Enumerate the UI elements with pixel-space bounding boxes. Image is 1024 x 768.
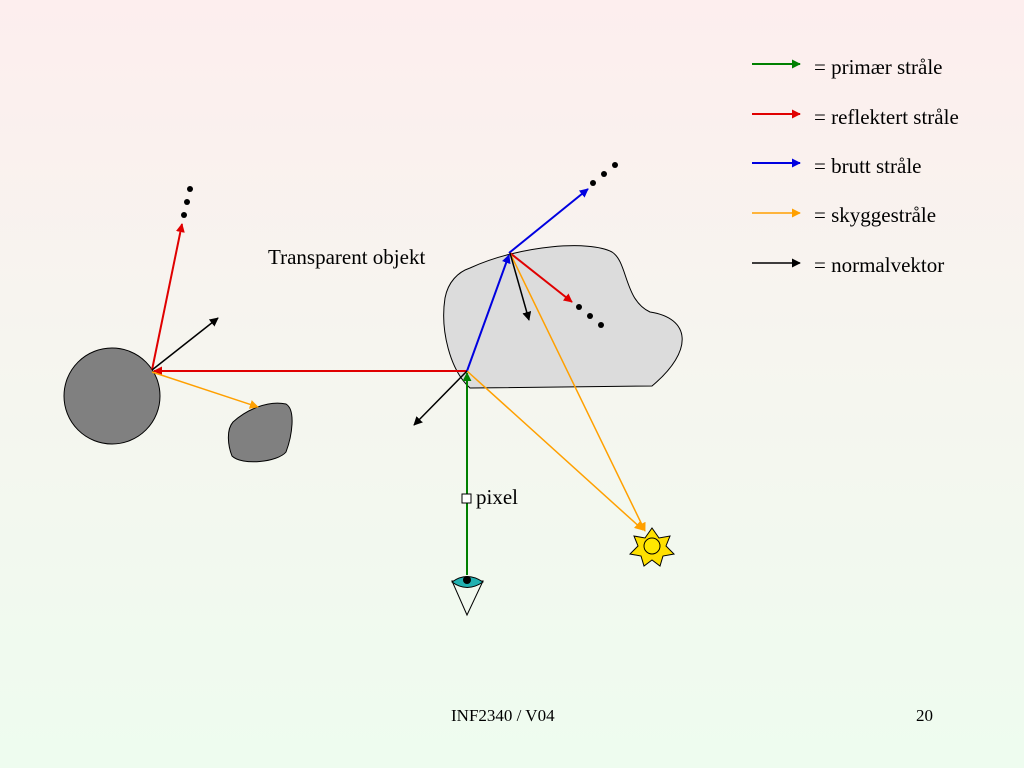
refracted-ray-out-of-object (508, 188, 589, 254)
eye-icon (451, 576, 484, 617)
legend-item-shadow-ray: = skyggestråle (752, 203, 936, 227)
legend-label: = reflektert stråle (814, 105, 959, 129)
legend-label: = brutt stråle (814, 154, 921, 178)
legend-item-primary-ray: = primær stråle (752, 55, 942, 79)
legend-item-reflected-ray: = reflektert stråle (752, 105, 959, 129)
sphere-object (63, 347, 161, 445)
legend-item-refracted-ray: = brutt stråle (752, 154, 921, 178)
pixel-marker (461, 493, 472, 504)
legend-item-normal-vector: = normalvektor (752, 253, 944, 277)
normal-vector-exit (509, 252, 532, 321)
normal-vector-entry (413, 370, 468, 426)
legend-label: = normalvektor (814, 253, 944, 277)
small-shadow-object (227, 402, 293, 463)
reflected-ray-from-sphere (151, 223, 185, 371)
continuation-dots-internal-reflection (576, 304, 604, 328)
legend-label: = primær stråle (814, 55, 942, 79)
continuation-dots-refraction (590, 162, 618, 186)
transparent-object (443, 245, 683, 389)
shadow-ray-exit-point (509, 252, 646, 532)
legend-label: = skyggestråle (814, 203, 936, 227)
pixel-label: pixel (476, 485, 518, 509)
continuation-dots-sphere-reflection (181, 186, 193, 218)
shadow-ray-transparent-hit (466, 370, 644, 531)
reflected-ray-inside-object (509, 252, 573, 303)
shadow-ray-sphere (151, 371, 259, 409)
refracted-ray-into-object (466, 254, 511, 372)
transparent-object-label: Transparent objekt (268, 245, 425, 269)
normal-vector-sphere (151, 317, 219, 371)
page-number: 20 (916, 706, 933, 725)
sun-icon (628, 527, 676, 567)
legend: = primær stråle = reflektert stråle = br… (752, 55, 959, 277)
footer-course: INF2340 / V04 (451, 706, 555, 725)
